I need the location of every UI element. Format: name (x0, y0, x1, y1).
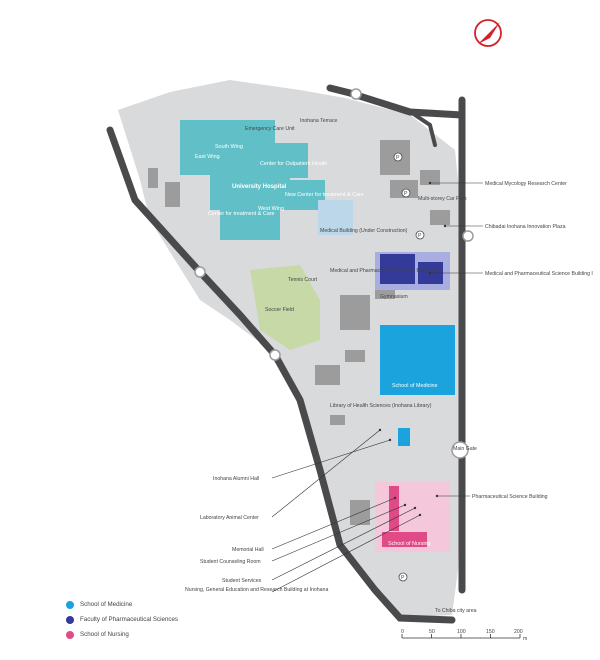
label-car-park: Multi-storey Car Park (418, 196, 467, 202)
school-of-medicine-building[interactable] (380, 325, 455, 395)
label-emergency: Emergency Care Unit (245, 126, 295, 132)
label-library: Library of Health Sciences (Inohana Libr… (330, 403, 432, 409)
legend-pharma: Faculty of Pharmaceutical Sciences (66, 612, 178, 627)
medical-building-construction[interactable] (318, 200, 353, 235)
right-callouts: Medical Mycology Research Center Chibada… (428, 181, 593, 500)
label-chibadai: Chibadai Inohana Innovation Plaza (485, 224, 566, 230)
university-hospital-buildings[interactable] (180, 120, 325, 240)
scale-bar: 0 50 100 150 200 m (401, 629, 527, 642)
label-center-treatment: Center for treatment & Care (208, 211, 275, 217)
label-mycology: Medical Mycology Research Center (485, 181, 567, 187)
nursing-research-building[interactable] (389, 486, 399, 531)
scale-tick-50: 50 (429, 629, 435, 635)
label-counseling: Student Counseling Room (200, 559, 261, 565)
legend-nursing: School of Nursing (66, 627, 178, 642)
label-gymnasium: Gymnasium (380, 294, 408, 300)
label-nursing-research: Nursing, General Education and Research … (185, 587, 328, 593)
parking-icon: P (401, 575, 405, 581)
road-junctions (194, 88, 474, 459)
label-new-center: New Center for treatment & Care (285, 192, 364, 198)
parking-icon: P (404, 191, 408, 197)
nursing-swatch (66, 630, 74, 639)
scale-unit: m (523, 636, 527, 642)
soccer-field-area (250, 265, 320, 350)
map-legend: School of Medicine Faculty of Pharmaceut… (66, 597, 178, 642)
medicine-swatch (66, 600, 74, 609)
pharma-swatch (66, 615, 74, 624)
scale-tick-200: 200 (514, 629, 523, 635)
scale-tick-100: 100 (457, 629, 466, 635)
label-student-services: Student Services (222, 578, 262, 584)
parking-markers[interactable]: P P P P (393, 152, 425, 582)
label-memorial-hall: Memorial Hall (232, 547, 264, 553)
label-inohana-terrace: Inohana Terrace (300, 118, 338, 124)
label-medical-building: Medical Building (Under Construction) (320, 228, 408, 234)
label-pharma-ii: Medical and Pharmaceutical Science Build… (330, 268, 439, 274)
alumni-hall-building[interactable] (398, 428, 410, 446)
med-pharma-building-ii[interactable] (380, 254, 415, 284)
roads (106, 84, 466, 624)
label-east-wing: East Wing (195, 154, 220, 160)
label-west-wing: West Wing (258, 206, 284, 212)
label-outpatient: Center for Outpatient Health (260, 161, 327, 167)
buildings[interactable] (148, 140, 450, 525)
label-soccer: Soccer Field (265, 307, 294, 313)
label-hospital: University Hospital (232, 184, 287, 190)
legend-medicine: School of Medicine (66, 597, 178, 612)
compass-icon (474, 19, 502, 47)
label-main-gate: Main Gate (453, 446, 477, 452)
label-pharma-i: Medical and Pharmaceutical Science Build… (485, 271, 593, 277)
scale-tick-150: 150 (486, 629, 495, 635)
label-pharma-science: Pharmaceutical Science Building (472, 494, 548, 500)
label-south-wing: South Wing (215, 144, 243, 150)
label-alumni-hall: Inohana Alumni Hall (213, 476, 259, 482)
label-tennis: Tennis Court (288, 277, 318, 283)
left-callouts: Inohana Alumni Hall Laboratory Animal Ce… (185, 428, 422, 593)
label-lab-animal: Laboratory Animal Center (200, 515, 259, 521)
label-nursing-building: School of Nursing (388, 541, 431, 547)
label-medicine-building: School of Medicine (392, 383, 438, 389)
school-of-nursing-building[interactable] (382, 532, 427, 547)
label-to-chiba: To Chiba city area (435, 608, 477, 614)
parking-icon: P (418, 233, 422, 239)
parking-icon: P (396, 155, 400, 161)
scale-tick-0: 0 (401, 629, 404, 635)
